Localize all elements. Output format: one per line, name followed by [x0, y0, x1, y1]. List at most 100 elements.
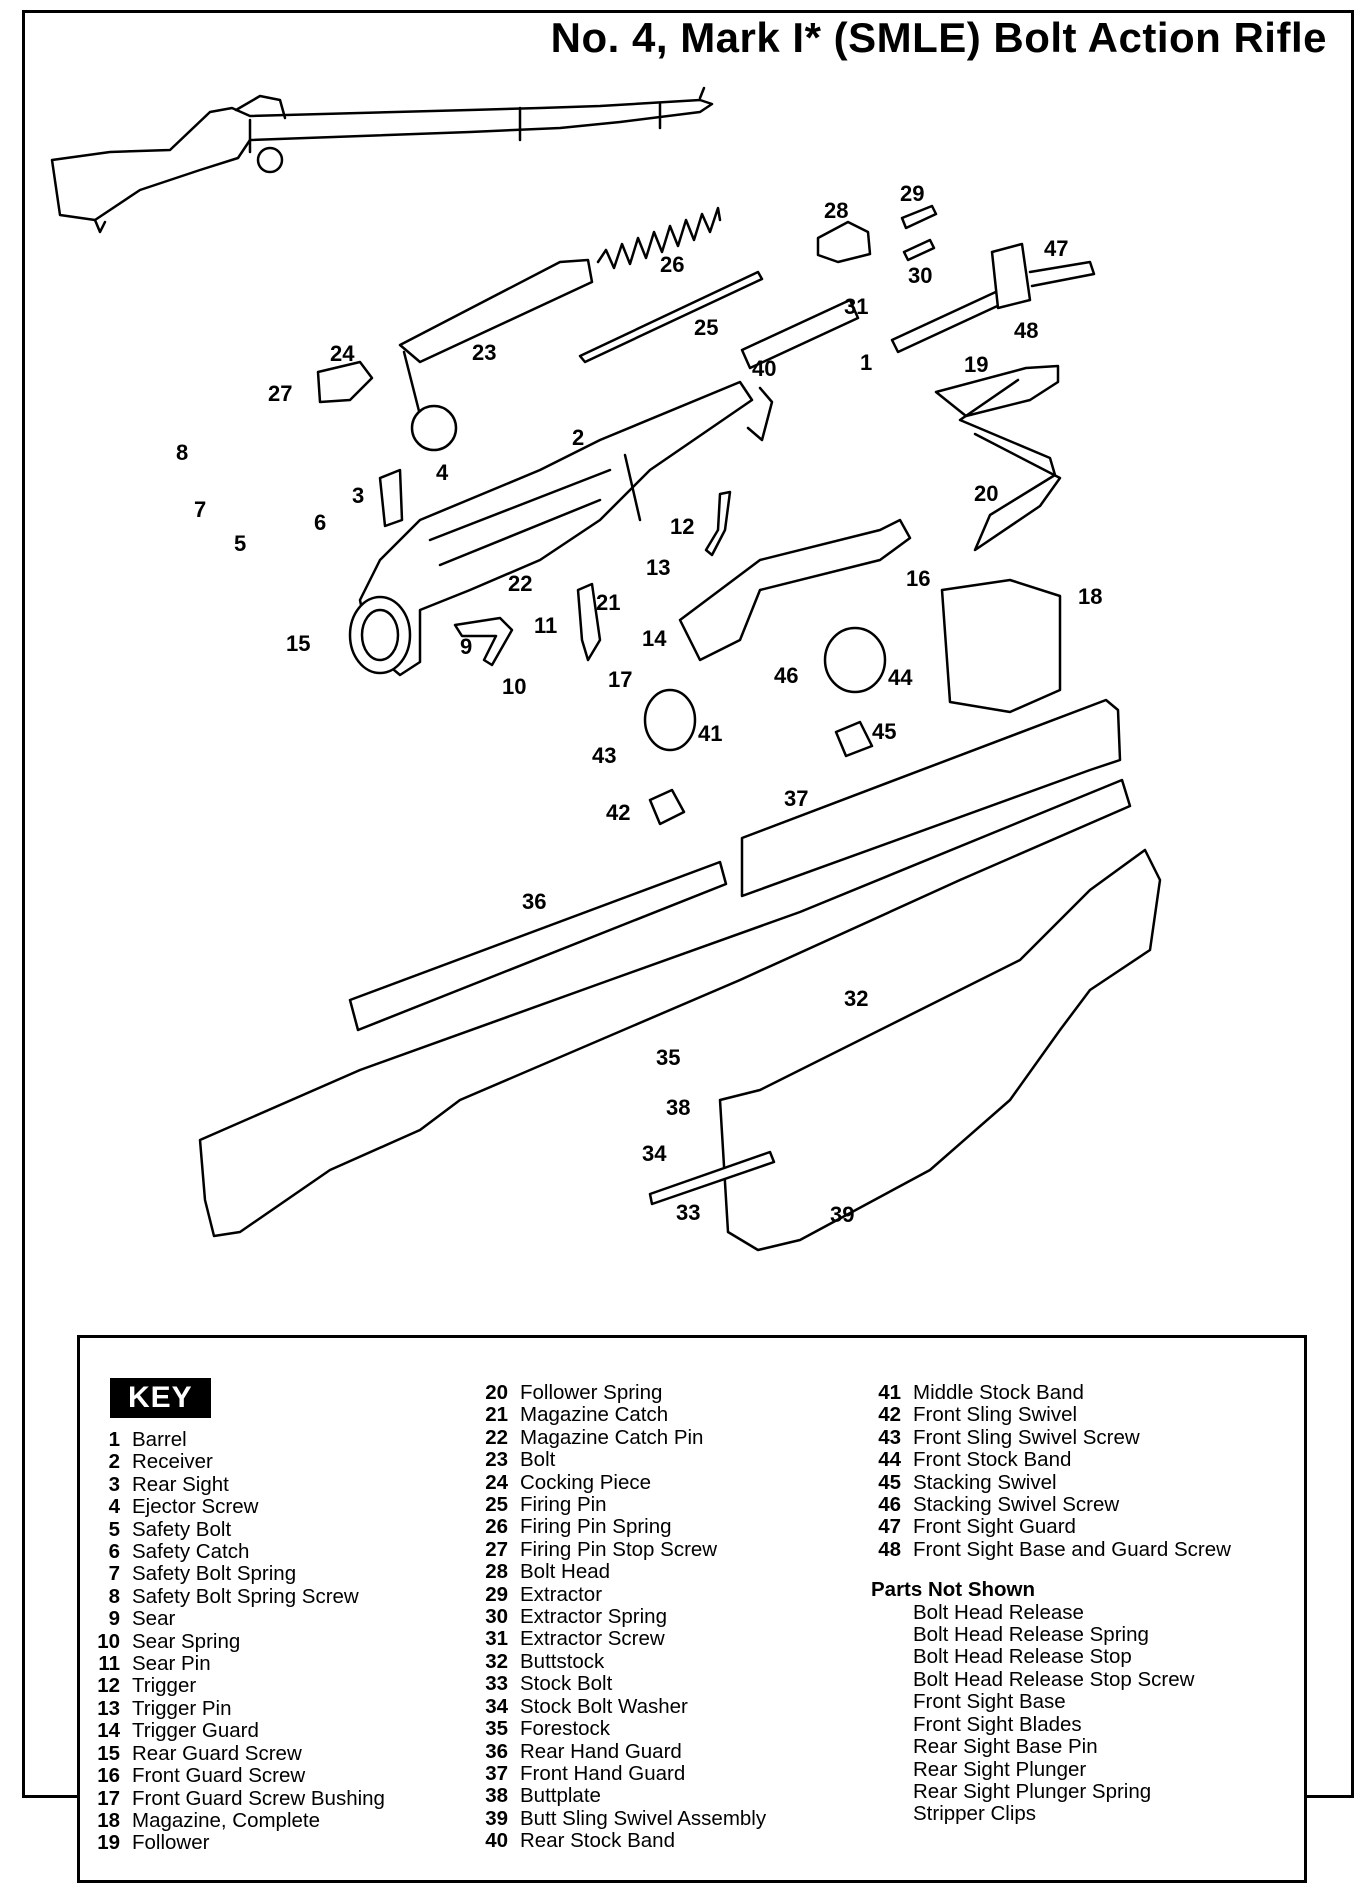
key-part-name: Buttplate: [520, 1784, 601, 1808]
key-part-name: Safety Bolt: [132, 1517, 232, 1541]
callout-16: 16: [906, 566, 930, 591]
key-heading: KEY: [110, 1378, 211, 1418]
callout-21: 21: [596, 590, 620, 615]
callout-20: 20: [974, 481, 998, 506]
key-part-number: 39: [485, 1806, 508, 1830]
parts-not-shown-item: Bolt Head Release Spring: [913, 1623, 1149, 1647]
key-part-number: 31: [485, 1627, 508, 1651]
key-part-number: 10: [97, 1629, 120, 1653]
receiver-drawing: [348, 380, 774, 677]
callout-12: 12: [670, 514, 694, 539]
callout-30: 30: [908, 263, 932, 288]
firing-pin-drawing: [578, 270, 764, 364]
callout-33: 33: [676, 1200, 700, 1225]
magazine-catch-drawing: [576, 582, 602, 662]
key-part-name: Bolt: [520, 1448, 556, 1472]
key-part-number: 35: [485, 1717, 508, 1741]
key-part-number: 6: [108, 1540, 120, 1564]
key-part-number: 3: [108, 1472, 120, 1496]
key-part-name: Butt Sling Swivel Assembly: [520, 1806, 767, 1830]
key-part-name: Front Sling Swivel Screw: [913, 1425, 1140, 1449]
callout-28: 28: [824, 198, 848, 223]
callout-18: 18: [1078, 584, 1102, 609]
key-part-number: 22: [485, 1425, 508, 1449]
key-part-name: Safety Catch: [132, 1540, 250, 1564]
key-part-name: Trigger: [132, 1674, 197, 1698]
key-part-number: 24: [485, 1470, 508, 1494]
callout-11: 11: [534, 613, 557, 638]
callout-46: 46: [774, 663, 798, 688]
key-part-number: 43: [878, 1425, 901, 1449]
callout-3: 3: [352, 483, 364, 508]
callout-23: 23: [472, 340, 496, 365]
key-part-number: 30: [485, 1605, 508, 1629]
key-row: 43 Front Sling Swivel Screw: [871, 1425, 1231, 1449]
key-row: 24 Cocking Piece: [478, 1470, 766, 1494]
callout-35: 35: [656, 1045, 680, 1070]
key-part-number: 26: [485, 1515, 508, 1539]
key-part-name: Sear Pin: [132, 1652, 211, 1676]
key-part-number: 46: [878, 1493, 901, 1517]
key-part-number: 34: [485, 1694, 508, 1718]
parts-not-shown-item: Rear Sight Plunger: [913, 1757, 1087, 1781]
barrel-drawing: [740, 298, 860, 370]
key-part-number: 21: [485, 1403, 508, 1427]
key-part-name: Firing Pin Stop Screw: [520, 1537, 718, 1561]
key-part-name: Cocking Piece: [520, 1470, 652, 1494]
key-part-number: 42: [878, 1403, 901, 1427]
magazine-drawing: [940, 578, 1062, 714]
key-part-number: 48: [878, 1537, 901, 1561]
callout-29: 29: [900, 181, 924, 206]
callout-43: 43: [592, 743, 616, 768]
key-part-number: 37: [485, 1761, 508, 1785]
callout-13: 13: [646, 555, 670, 580]
key-part-number: 16: [97, 1764, 120, 1788]
callout-34: 34: [642, 1141, 667, 1166]
key-part-number: 1: [108, 1428, 120, 1451]
callout-40: 40: [752, 356, 776, 381]
key-part-number: 7: [108, 1562, 120, 1586]
buttstock-drawing: [718, 848, 1162, 1252]
diagram-title: No. 4, Mark I* (SMLE) Bolt Action Rifle: [550, 14, 1327, 61]
key-part-number: 23: [485, 1448, 508, 1472]
bolt-drawing: [398, 258, 594, 452]
parts-not-shown-item: Front Sight Blades: [913, 1712, 1082, 1736]
follower-spring-drawing: [958, 378, 1062, 552]
key-part-name: Firing Pin: [520, 1493, 607, 1517]
key-part-number: 19: [97, 1831, 120, 1855]
key-part-number: 14: [97, 1719, 120, 1743]
rear-hand-guard-drawing: [348, 860, 728, 1032]
key-part-name: Stock Bolt Washer: [520, 1694, 688, 1718]
key-part-name: Front Stock Band: [913, 1448, 1072, 1472]
parts-not-shown-item: Rear Sight Base Pin: [913, 1735, 1098, 1759]
key-part-number: 32: [485, 1649, 508, 1673]
key-part-number: 9: [108, 1607, 120, 1631]
callout-25: 25: [694, 315, 718, 340]
key-part-number: 47: [878, 1515, 901, 1539]
bolt-head-drawing: [816, 220, 872, 264]
extractor-drawing: [900, 204, 938, 230]
